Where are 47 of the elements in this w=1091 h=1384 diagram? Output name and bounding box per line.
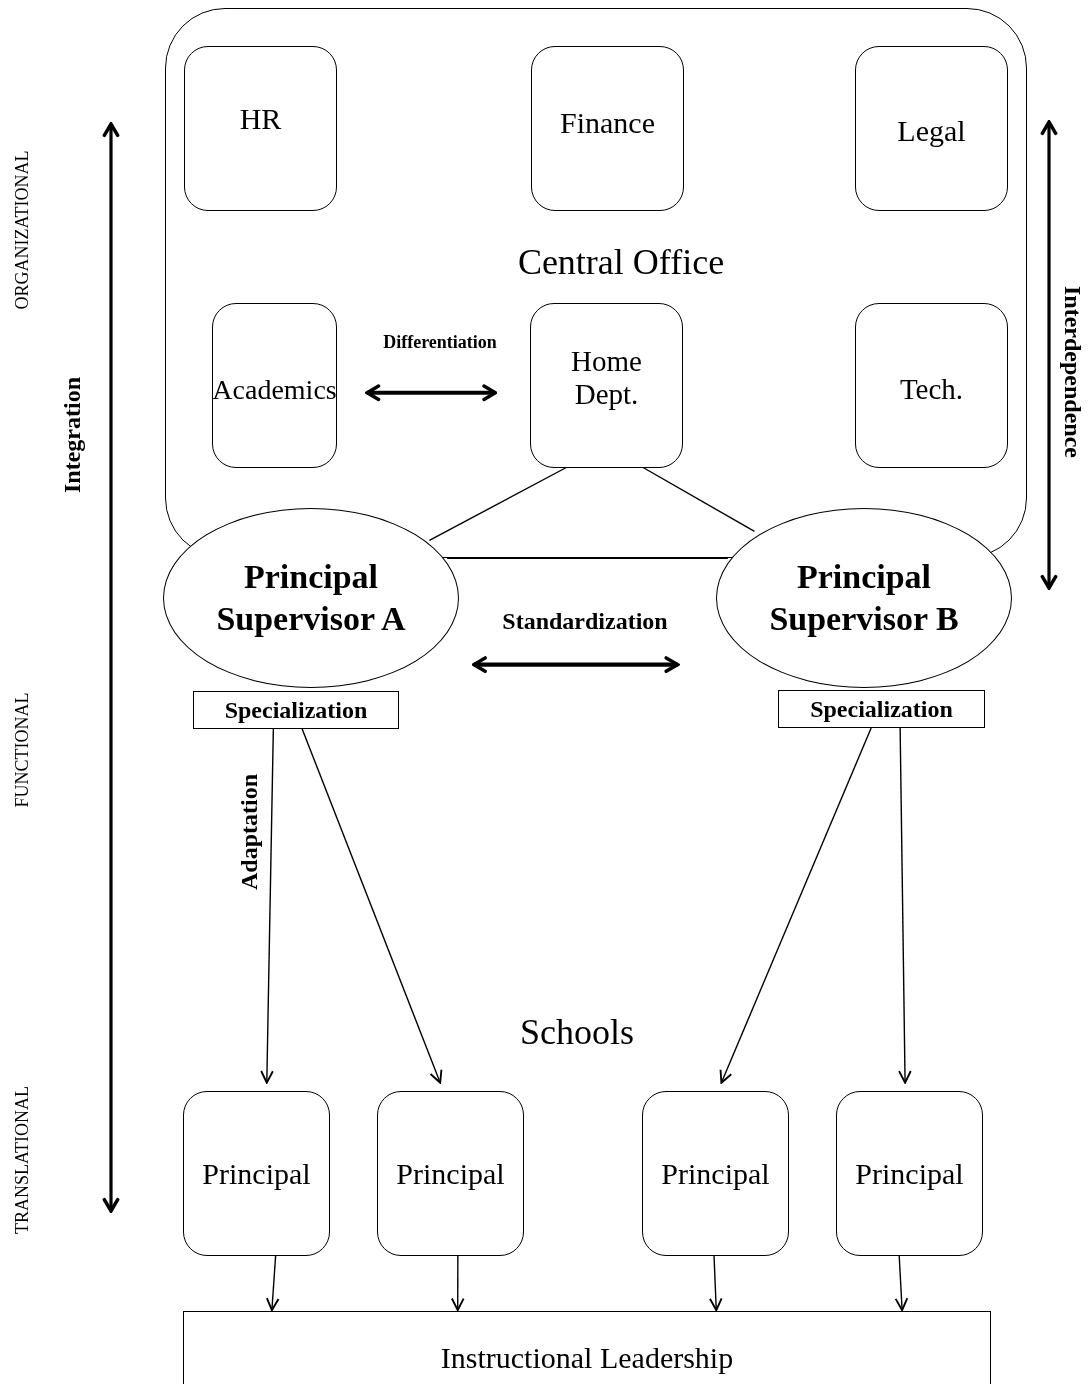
process-box xyxy=(212,303,337,468)
node-label: Principal xyxy=(396,1156,505,1191)
node-label: Principal Supervisor B xyxy=(768,556,960,639)
node-label: HR xyxy=(239,101,282,136)
axis-label: Integration xyxy=(58,377,86,493)
node-label: Academics xyxy=(212,373,337,406)
container-title: Central Office xyxy=(516,241,726,283)
process-box xyxy=(855,46,1008,211)
process-box xyxy=(193,691,399,729)
process-box xyxy=(377,1091,524,1256)
node-label: Legal xyxy=(897,113,966,148)
arrow xyxy=(265,1255,280,1312)
section-label: Schools xyxy=(520,1011,634,1053)
process-box xyxy=(855,303,1008,468)
process-label: Specialization xyxy=(224,696,368,725)
axis-label: Interdependence xyxy=(1058,286,1086,458)
connector-line xyxy=(641,466,756,533)
process-box xyxy=(184,46,337,211)
process-box xyxy=(530,303,683,468)
arrow xyxy=(894,1255,909,1312)
arrow xyxy=(719,727,872,1084)
outcome-bar xyxy=(183,1311,991,1384)
axis-label: ORGANIZATIONAL xyxy=(11,150,33,310)
double-arrow xyxy=(472,656,680,673)
node-label: Tech. xyxy=(899,373,964,406)
connector-line xyxy=(428,466,568,542)
process-label: Specialization xyxy=(810,695,953,724)
process-box xyxy=(836,1091,983,1256)
double-arrow xyxy=(365,384,498,402)
node-label: Finance xyxy=(560,105,655,140)
arrow xyxy=(709,1255,723,1312)
process-box xyxy=(183,1091,330,1256)
arrow xyxy=(451,1255,465,1312)
node-label: Principal xyxy=(855,1156,964,1191)
node-label: Principal xyxy=(202,1156,311,1191)
arrow xyxy=(260,728,275,1084)
node-label: Home Dept. xyxy=(570,344,643,411)
axis-label: TRANSLATIONAL xyxy=(11,1086,33,1234)
arrow xyxy=(301,728,443,1084)
node-label: Principal xyxy=(661,1156,770,1191)
process-box xyxy=(642,1091,789,1256)
node-label: Principal Supervisor A xyxy=(215,556,407,639)
process-box xyxy=(778,690,985,728)
process-box xyxy=(531,46,684,211)
axis-label: FUNCTIONAL xyxy=(11,692,33,808)
arrow xyxy=(898,727,912,1084)
node-label: Instructional Leadership xyxy=(440,1341,734,1375)
